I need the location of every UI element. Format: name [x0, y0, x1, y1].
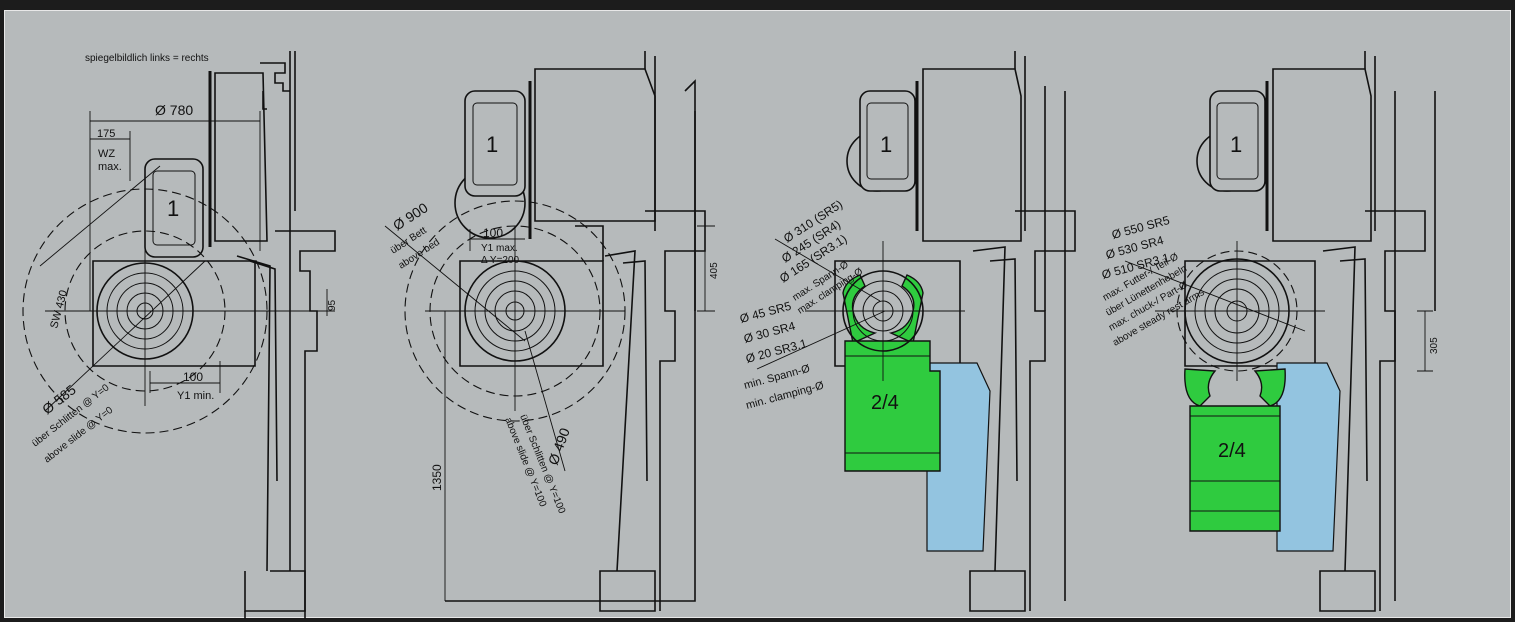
tool-label-4: 1: [1230, 132, 1242, 157]
dim-dia-780: Ø 780: [155, 102, 193, 118]
carriage-left: [236, 255, 271, 572]
turret-step: [262, 91, 267, 110]
tool-holder-3: [859, 90, 916, 192]
dim-405: 405: [709, 262, 720, 279]
dim-1350: 1350: [430, 464, 444, 491]
mirror-note: spiegelbildlich links = rechts: [85, 53, 209, 64]
tool-label-2: 1: [486, 132, 498, 157]
view-4: 1 2/4 Ø 550 SR5 Ø 530 SR4 Ø 510 SR3.1 ma…: [1100, 51, 1440, 612]
carriage-2: [604, 250, 648, 572]
tool-holder-1: [144, 158, 204, 258]
tool-label-3: 1: [880, 132, 892, 157]
dim-sw-430: SW 430: [48, 289, 70, 330]
dim-305: 305: [1429, 337, 1440, 354]
technical-drawing: spiegelbildlich links = rechts 1 Ø 78: [22, 51, 1440, 619]
tailstock-guard-4: [1276, 362, 1341, 552]
bed-outline: [445, 111, 696, 602]
drawing-sheet: spiegelbildlich links = rechts 1 Ø 78: [4, 10, 1511, 619]
wz-max-1: WZ: [98, 148, 115, 160]
tool-label-1: 1: [167, 196, 179, 221]
view-1: spiegelbildlich links = rechts 1 Ø 78: [22, 51, 338, 619]
tool-holder-4: [1209, 90, 1266, 192]
steady-rest-3: [844, 340, 941, 472]
tailstock-guard-3: [926, 362, 991, 552]
label-delta-y: Δ Y=200: [481, 255, 520, 266]
dim-175: 175: [97, 128, 115, 140]
label-y1-max: Y1 max.: [481, 243, 518, 254]
carriage-profile: [275, 230, 336, 611]
steady-rest-label-4: 2/4: [1218, 440, 1246, 462]
turret-disc-2: [534, 68, 656, 222]
headstock-top: [260, 62, 290, 92]
view-3: 1 2/4 Ø 310 (SR5) Ø 245 (SR4) Ø 165 (SR3…: [738, 51, 1076, 612]
wz-max-2: max.: [98, 161, 122, 173]
steady-rest-label-3: 2/4: [871, 392, 899, 414]
steady-rest-4: [1189, 405, 1281, 532]
dim-dia-490: Ø 490: [545, 426, 573, 468]
label-y1-min: Y1 min.: [177, 390, 214, 402]
spindle-housing: [92, 260, 256, 367]
turret-disc: [214, 72, 268, 242]
view-2: 1 Ø 900 über Bett above bed 100 Y1 max. …: [384, 51, 720, 612]
dim-95: 95: [327, 299, 338, 311]
dim-100-a: 100: [183, 370, 203, 384]
tool-holder-2: [464, 90, 526, 197]
dim-100-b: 100: [483, 226, 503, 240]
